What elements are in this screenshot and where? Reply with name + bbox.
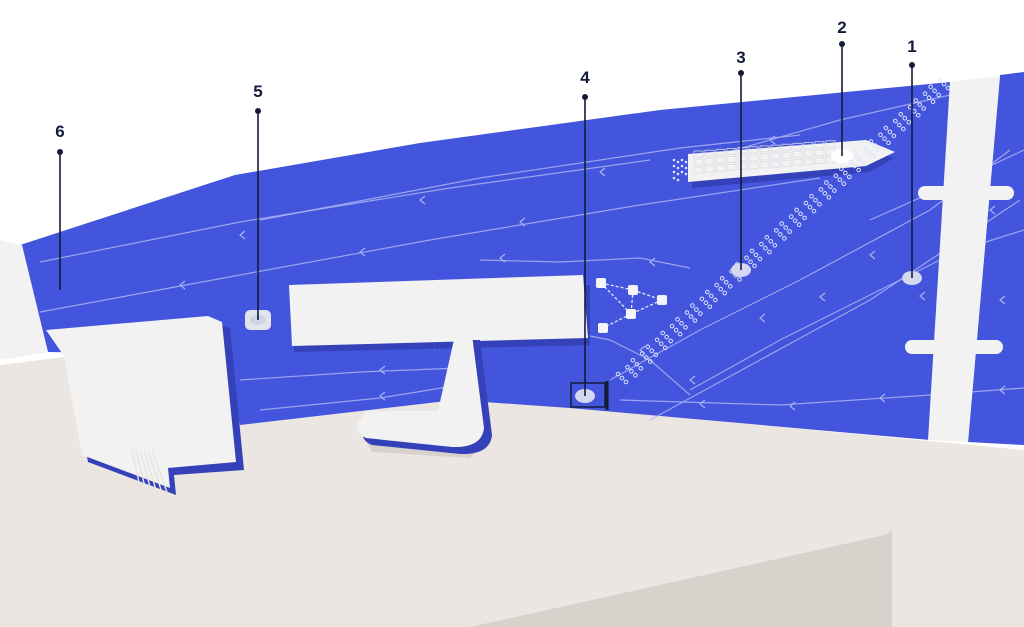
flow-arrow-icon (649, 257, 656, 267)
marker-6[interactable]: 6 (55, 122, 65, 290)
marker-3-label: 3 (736, 48, 745, 67)
flow-arrow-icon (999, 385, 1006, 395)
flow-arrow-icon (639, 345, 646, 355)
ship-icon (672, 140, 895, 188)
flow-arrow-icon (379, 391, 386, 401)
gate-icon (570, 382, 606, 408)
walkway (357, 335, 484, 448)
marker-5-label: 5 (253, 82, 262, 101)
flow-arrow-icon (879, 393, 886, 403)
marker-5[interactable]: 5 (253, 82, 263, 320)
flow-arrow-icon (519, 217, 526, 227)
flow-arrow-icon (869, 250, 876, 260)
bubble-barrier-icon (615, 77, 951, 385)
quay (46, 316, 236, 488)
marker-1-label: 1 (907, 37, 916, 56)
markers: 1 2 3 4 5 6 (55, 18, 917, 396)
flow-arrow-icon (179, 280, 186, 290)
flow-arrow-icon (919, 291, 926, 301)
floating-boom-icon (596, 278, 667, 333)
flow-arrow-icon (999, 295, 1006, 305)
flow-arrow-icon (379, 365, 386, 375)
marker-2[interactable]: 2 (837, 18, 847, 156)
flow-arrow-icon (689, 375, 696, 385)
building-block (470, 530, 892, 627)
flow-arrow-icon (819, 292, 826, 302)
marker-4[interactable]: 4 (580, 68, 590, 396)
flow-arrow-icon (499, 253, 506, 263)
flow-arrow-icon (789, 401, 796, 411)
bridge-crossbar-top (918, 186, 1014, 200)
flow-arrow-icon (759, 313, 766, 323)
marker-2-label: 2 (837, 18, 846, 37)
marker-4-label: 4 (580, 68, 590, 87)
flow-arrow-icon (419, 195, 426, 205)
flow-arrow-icon (699, 399, 706, 409)
flow-arrow-icon (359, 247, 366, 257)
marker-6-label: 6 (55, 122, 64, 141)
flow-arrow-icon (989, 205, 996, 215)
rail-lines (131, 449, 216, 627)
jetty (289, 275, 588, 346)
shore-strip (0, 240, 48, 360)
marker-1[interactable]: 1 (907, 37, 917, 278)
flow-arrow-icon (239, 230, 246, 240)
bridge-crossbar-bottom (905, 340, 1003, 354)
marker-3[interactable]: 3 (736, 48, 746, 270)
flow-arrow-icon (769, 135, 776, 145)
flow-arrow-icon (599, 167, 606, 177)
